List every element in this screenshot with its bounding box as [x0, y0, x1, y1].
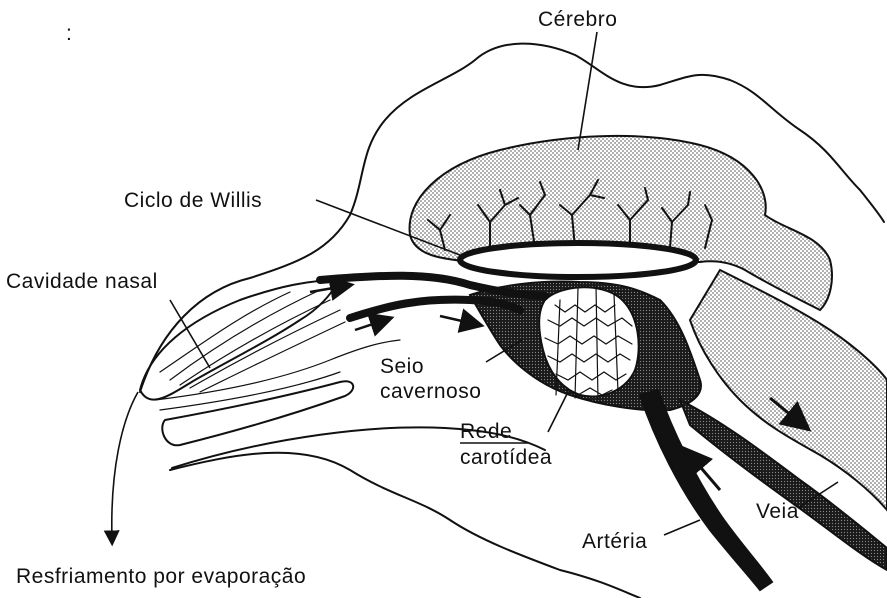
leader-arteria [664, 520, 700, 535]
leader-rede [548, 392, 568, 432]
label-ciclo-willis: Ciclo de Willis [124, 189, 262, 212]
label-seio-line2: cavernoso [380, 380, 481, 403]
label-rede-line2: carotídea [460, 446, 552, 469]
label-cavidade-nasal: Cavidade nasal [6, 270, 158, 293]
label-cerebro: Cérebro [538, 8, 617, 31]
label-veia: Veia [756, 500, 799, 523]
circle-of-willis [460, 243, 696, 277]
airflow-arrow-1 [310, 286, 345, 292]
label-arteria: Artéria [582, 530, 647, 553]
corner-mark: : [66, 22, 72, 45]
label-resfriamento: Resfriamento por evaporação [16, 565, 306, 588]
label-seio-line1: Seio [380, 355, 424, 378]
label-rede-line1: Rede [460, 420, 512, 443]
nasal-passage-lower [162, 381, 353, 445]
evaporation-arrow [112, 392, 138, 540]
airflow-arrow-3 [440, 316, 475, 324]
airflow-arrow-2 [355, 320, 385, 330]
leader-cerebro [578, 32, 597, 150]
